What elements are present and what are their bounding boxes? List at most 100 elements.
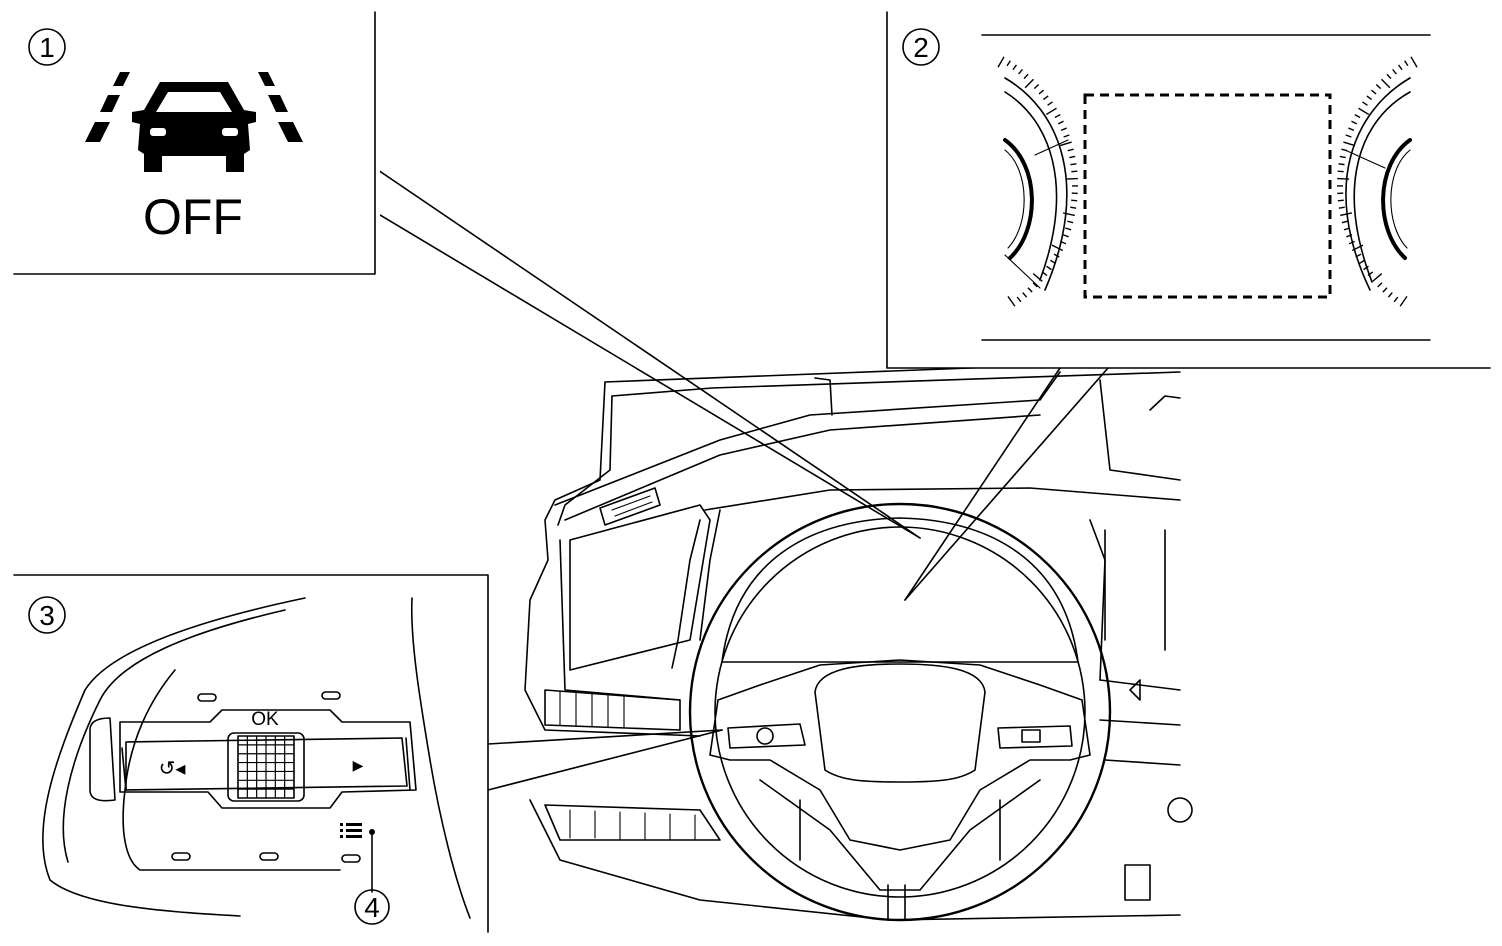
gauge-tick <box>1041 271 1048 277</box>
gauge-tick <box>1399 296 1408 307</box>
gauge-tick <box>1397 64 1403 71</box>
gauge-tick <box>1012 64 1018 71</box>
gauge-tick <box>1060 240 1067 245</box>
panel-1-lane-indicator: 1 OFF <box>0 0 380 275</box>
panel-2-cluster-display: 2 <box>886 0 1502 369</box>
gauge-tick <box>1404 60 1409 67</box>
gauge-tick <box>1033 84 1040 90</box>
gauge-tick <box>1007 296 1016 307</box>
callout-4-circle <box>354 889 390 925</box>
gauge-tick <box>1410 56 1418 68</box>
gauge-tick <box>1045 107 1057 116</box>
gauge-tick <box>1032 282 1038 288</box>
gauge-tick <box>1386 73 1392 80</box>
gauge-tick <box>1062 234 1069 238</box>
gauge-tick <box>1006 60 1011 67</box>
ok-label: OK <box>251 709 279 730</box>
ok-scroll-wheel[interactable] <box>227 732 305 802</box>
gauge-tick <box>1059 141 1072 147</box>
gauge-tick <box>1337 170 1344 173</box>
gauge-tick <box>1063 134 1070 138</box>
gauge-tick <box>1069 155 1076 159</box>
menu-list-icon[interactable] <box>340 823 362 838</box>
gauge-tick <box>1363 265 1369 271</box>
gauge-tick <box>1071 170 1078 173</box>
gauge-tick <box>1393 296 1399 303</box>
gauge-tick <box>1358 107 1370 116</box>
gauge-tick <box>1067 148 1074 152</box>
gauge-tick <box>1370 89 1377 95</box>
gauge-tick <box>1071 199 1078 202</box>
gauge-tick <box>1339 155 1346 159</box>
gauge-tick <box>1062 212 1075 217</box>
gauge-tick <box>1372 273 1383 282</box>
gauge-tick <box>1053 253 1060 258</box>
forward-symbol: ▶ <box>353 758 364 774</box>
gauge-tick <box>1060 127 1067 132</box>
panel-3-steering-switch: 3 OK ↺◂ ▶ <box>0 574 489 946</box>
gauge-tick <box>1343 141 1356 147</box>
gauge-tick <box>1377 282 1383 288</box>
gauge-tick <box>1027 287 1033 293</box>
callout-2-label: 2 <box>913 32 929 63</box>
gauge-tick <box>1046 265 1052 271</box>
gauge-tick <box>1348 240 1355 245</box>
gauge-tick <box>1343 227 1350 231</box>
gauge-tick <box>1065 177 1078 180</box>
callout-3-circle <box>28 596 66 634</box>
gauge-tick <box>1337 177 1350 180</box>
gauge-tick <box>1366 95 1373 101</box>
callout-4-label: 4 <box>364 892 380 923</box>
gauge-tick <box>1338 206 1345 209</box>
gauge-tick <box>1067 220 1074 224</box>
callout-3-label: 3 <box>39 600 55 631</box>
back-symbol: ↺◂ <box>159 756 186 780</box>
gauge-tick <box>1338 163 1345 166</box>
gauge-tick <box>1346 234 1353 238</box>
callout-2-circle <box>902 28 940 66</box>
gauge-tick <box>1016 296 1022 303</box>
off-label: OFF <box>143 189 243 245</box>
gauge-tick <box>1387 292 1393 298</box>
gauge-tick <box>1340 212 1353 217</box>
gauge-tick <box>1345 134 1352 138</box>
gauge-tick <box>1382 287 1388 293</box>
gauge-tick <box>1341 148 1348 152</box>
gauge-tick <box>1057 120 1064 125</box>
gauge-tick <box>1351 120 1358 125</box>
gauge-tick <box>1337 199 1344 202</box>
back-button[interactable]: ↺◂ <box>159 756 186 780</box>
gauge-tick <box>1018 68 1023 75</box>
dashboard-illustration <box>524 359 1193 922</box>
gauge-tick <box>1038 89 1045 95</box>
gauge-tick <box>1354 114 1361 119</box>
gauge-tick <box>1032 273 1043 282</box>
gauge-tick <box>1054 114 1061 119</box>
lane-departure-car-icon <box>85 72 303 172</box>
gauge-tick <box>1050 259 1056 265</box>
callout-1-circle <box>28 28 66 66</box>
gauge-tick <box>1042 95 1049 101</box>
forward-button[interactable]: ▶ <box>353 758 364 774</box>
gauge-tick <box>1375 84 1382 90</box>
gauge-tick <box>1024 78 1035 89</box>
gauge-tick <box>997 56 1005 68</box>
gauge-tick <box>1051 244 1064 252</box>
gauge-tick <box>1022 292 1028 298</box>
gauge-tick <box>1065 227 1072 231</box>
leader-lines <box>374 167 1109 791</box>
gauge-tick <box>1362 101 1368 106</box>
gauge-tick <box>1341 220 1348 224</box>
gauge-tick <box>1070 163 1077 166</box>
gauge-tick <box>1367 271 1374 277</box>
callout-1-label: 1 <box>39 32 55 63</box>
gauge-tick <box>1351 244 1364 252</box>
gauge-tick <box>1023 73 1029 80</box>
instrument-cluster-display-icon <box>997 56 1418 307</box>
gauge-tick <box>1070 206 1077 209</box>
gauge-tick <box>1348 127 1355 132</box>
gauge-tick <box>1359 259 1365 265</box>
gauge-tick <box>1355 253 1362 258</box>
gauge-tick <box>1047 101 1053 106</box>
